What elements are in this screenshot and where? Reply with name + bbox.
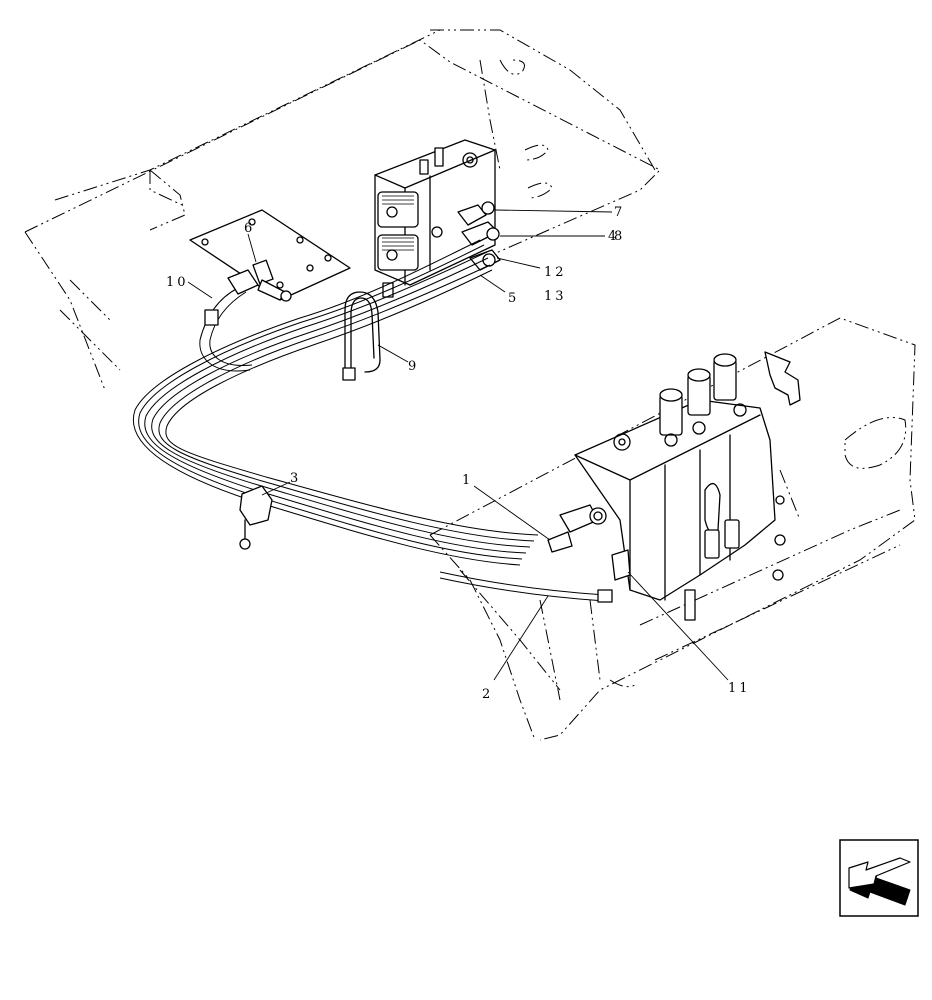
callout-1: 1 [462, 473, 473, 488]
callout-7: 7 [614, 205, 625, 220]
callout-3: 3 [290, 471, 301, 486]
callout-13: 13 [544, 289, 567, 304]
upper-frame-outline [24, 29, 661, 391]
callout-6: 6 [244, 221, 255, 236]
hose-guide-loop [342, 291, 381, 381]
callout-11: 11 [728, 681, 751, 696]
callout-2: 2 [482, 687, 493, 702]
previous-page-arrow-icon[interactable] [839, 839, 919, 917]
callout-labels: 1 2 3 4 5 6 7 8 9 10 11 12 13 [166, 205, 751, 702]
callout-5: 5 [508, 291, 519, 306]
tee-fitting [204, 259, 292, 326]
callout-12: 12 [544, 265, 567, 280]
hose-clamp [239, 485, 273, 550]
pilot-valve-block [374, 139, 501, 298]
callout-8: 8 [614, 229, 625, 244]
control-valve [547, 353, 786, 621]
hose-bundle [132, 239, 606, 602]
callout-4: 4 [608, 229, 619, 244]
callout-10: 10 [166, 275, 189, 290]
leader-lines [187, 209, 729, 681]
callout-9: 9 [408, 359, 419, 374]
